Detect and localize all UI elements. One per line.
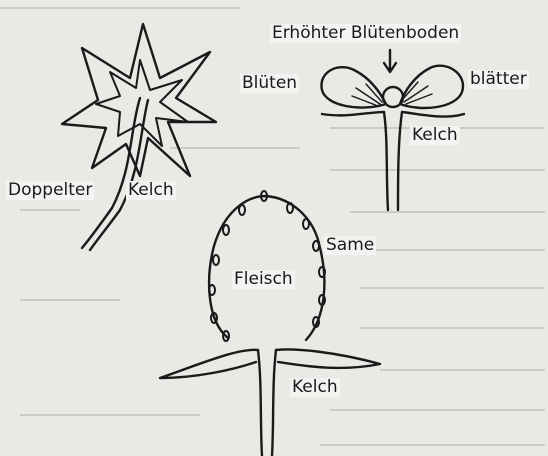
seed-marks <box>209 191 325 341</box>
fruit-figure <box>160 191 380 456</box>
label-erhoehter-bluetenboden: Erhöhter Blütenboden <box>270 24 461 43</box>
right-petal <box>400 66 463 108</box>
double-calyx-figure <box>62 24 216 250</box>
raised-receptacle <box>383 87 403 107</box>
fruit-body <box>209 196 324 340</box>
flower-stem <box>384 112 402 210</box>
label-same: Same <box>324 236 376 255</box>
label-fleisch: Fleisch <box>232 270 295 289</box>
label-kelch-fruit: Kelch <box>290 378 340 397</box>
label-blueten: Blüten <box>240 74 299 93</box>
fruit-stem <box>258 350 276 456</box>
label-kelch-flower: Kelch <box>410 126 460 145</box>
label-doppelter: Doppelter <box>6 181 94 200</box>
fruit-calyx <box>160 350 380 378</box>
label-kelch-calyx: Kelch <box>126 181 176 200</box>
flower-calyx-base <box>322 112 464 117</box>
stamens <box>352 82 432 106</box>
calyx-stem <box>82 98 140 248</box>
label-blaetter: blätter <box>468 70 529 89</box>
